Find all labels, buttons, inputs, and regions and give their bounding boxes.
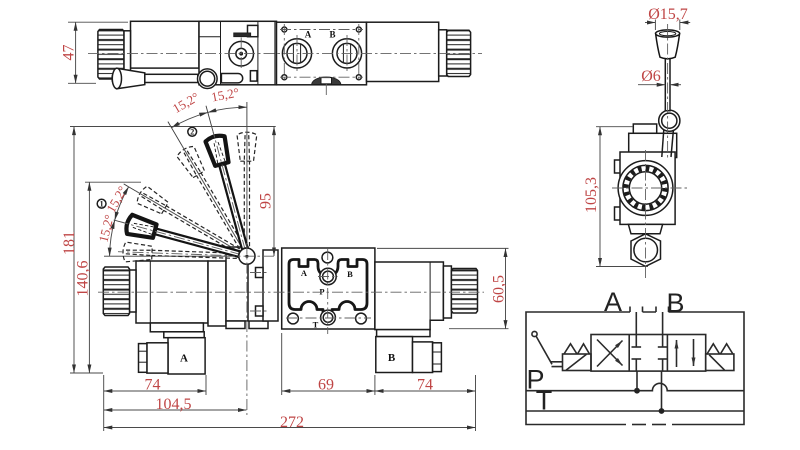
svg-text:104,5: 104,5 — [156, 396, 192, 413]
svg-text:105,3: 105,3 — [583, 177, 600, 213]
svg-text:140,6: 140,6 — [75, 261, 92, 297]
svg-text:B: B — [666, 288, 684, 318]
svg-text:15,2°: 15,2° — [95, 213, 116, 244]
svg-text:A: A — [305, 30, 312, 40]
svg-text:272: 272 — [280, 414, 304, 431]
svg-text:T: T — [536, 386, 553, 416]
svg-text:B: B — [347, 269, 353, 279]
svg-text:A: A — [604, 287, 622, 317]
svg-text:A: A — [301, 268, 308, 278]
svg-text:T: T — [313, 320, 319, 330]
svg-text:181: 181 — [61, 231, 78, 255]
svg-text:69: 69 — [318, 376, 334, 393]
svg-text:74: 74 — [417, 376, 433, 393]
svg-text:B: B — [329, 30, 335, 40]
svg-text:B: B — [388, 352, 396, 364]
svg-text:P: P — [319, 287, 324, 297]
svg-text:74: 74 — [145, 376, 161, 393]
svg-text:60,5: 60,5 — [491, 275, 508, 303]
svg-text:2: 2 — [190, 128, 194, 137]
svg-text:P: P — [526, 365, 544, 395]
svg-text:95: 95 — [258, 193, 275, 209]
svg-text:Ø6: Ø6 — [641, 68, 661, 85]
svg-text:47: 47 — [61, 45, 78, 61]
svg-text:1: 1 — [100, 200, 104, 209]
svg-text:A: A — [180, 353, 188, 365]
svg-text:Ø15,7: Ø15,7 — [648, 6, 688, 23]
svg-text:15,2°: 15,2° — [210, 85, 240, 105]
